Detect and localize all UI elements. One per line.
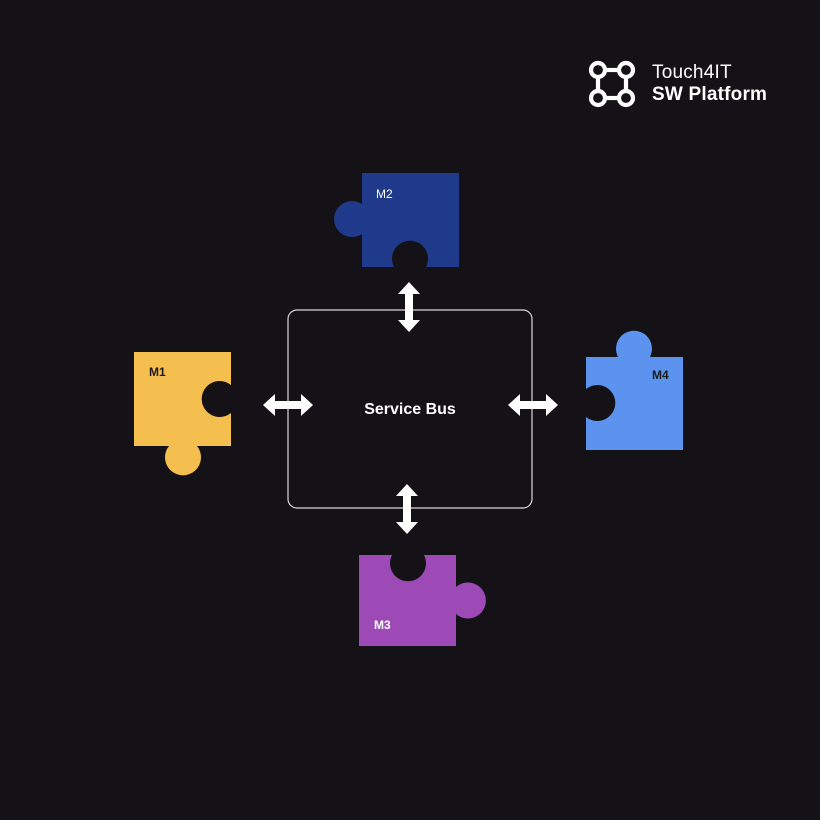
- service-bus-label: Service Bus: [364, 401, 456, 418]
- module-m3-label: M3: [374, 618, 391, 632]
- module-m2-label: M2: [376, 187, 393, 201]
- brand-product: SW Platform: [652, 84, 768, 105]
- brand-header: Touch4IT SW Platform: [586, 58, 767, 110]
- module-m1-piece[interactable]: M1: [134, 352, 231, 476]
- brand-name: Touch4IT: [652, 62, 732, 83]
- brand-text: Touch4IT SW Platform: [652, 62, 767, 106]
- service-bus: Service Bus: [287, 309, 533, 509]
- module-m1-shape: [134, 352, 231, 476]
- module-m2-shape: [334, 173, 459, 267]
- module-m4-shape: [586, 330, 683, 450]
- module-m3-shape: [359, 555, 486, 646]
- module-m3-piece[interactable]: M3: [359, 555, 486, 646]
- module-m2-piece[interactable]: M2: [334, 173, 459, 267]
- module-m4-label: M4: [652, 368, 669, 382]
- connector-m2-bus-arrow: [398, 282, 420, 332]
- connector-m4-bus-arrow: [508, 394, 558, 416]
- connector-m3-bus-arrow: [396, 484, 418, 534]
- network-nodes-icon: [588, 60, 636, 108]
- module-m4-piece[interactable]: M4: [586, 330, 683, 450]
- module-m1-label: M1: [149, 365, 166, 379]
